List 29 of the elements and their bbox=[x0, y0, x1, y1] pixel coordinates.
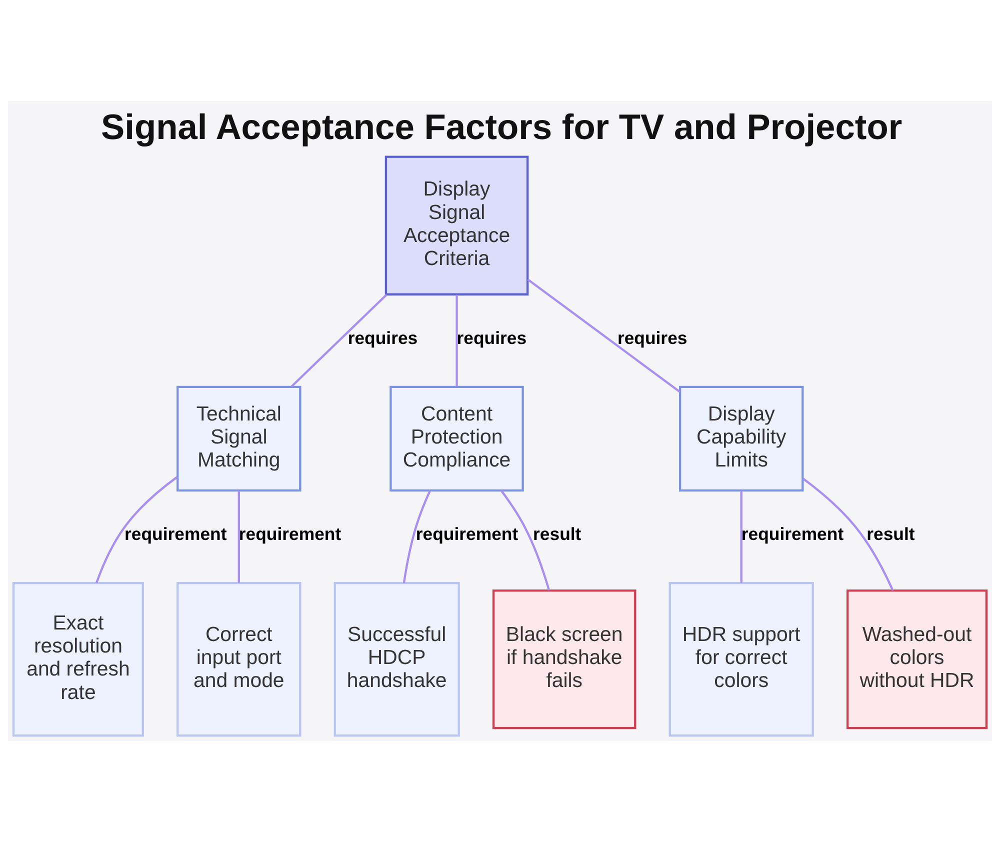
connector bbox=[740, 490, 742, 583]
node-box: Exact resolution and refresh rate bbox=[12, 582, 144, 737]
node-box: Washed-out colors without HDR bbox=[846, 589, 988, 730]
node-box: HDR support for correct colors bbox=[668, 582, 814, 737]
diagram-title: Signal Acceptance Factors for TV and Projector bbox=[101, 106, 902, 147]
connector bbox=[290, 294, 388, 388]
node-box: Technical Signal Matching bbox=[176, 386, 302, 492]
edge-label: result bbox=[866, 524, 915, 544]
edge-label: requirement bbox=[741, 524, 844, 544]
edge-label: requirement bbox=[124, 524, 227, 544]
connector bbox=[500, 490, 550, 591]
connector bbox=[402, 490, 431, 583]
edge-label: requires bbox=[617, 328, 688, 348]
edge-label: requires bbox=[348, 328, 418, 348]
connector bbox=[238, 490, 240, 583]
connector bbox=[95, 476, 178, 584]
node-box: Display Capability Limits bbox=[679, 386, 804, 492]
node-box: Display Signal Acceptance Criteria bbox=[384, 156, 529, 296]
edge-label: requirement bbox=[416, 524, 518, 544]
node-box: Correct input port and mode bbox=[176, 582, 302, 737]
connector bbox=[802, 478, 894, 591]
node-box: Successful HDCP handshake bbox=[334, 582, 460, 737]
connector bbox=[527, 278, 681, 393]
node-box: Content Protection Compliance bbox=[390, 386, 524, 492]
edge-label: requirement bbox=[238, 524, 342, 544]
node-box: Black screen if handshake fails bbox=[492, 589, 636, 730]
connector bbox=[456, 294, 458, 386]
edge-label: requires bbox=[456, 328, 527, 348]
edge-label: result bbox=[533, 524, 582, 544]
